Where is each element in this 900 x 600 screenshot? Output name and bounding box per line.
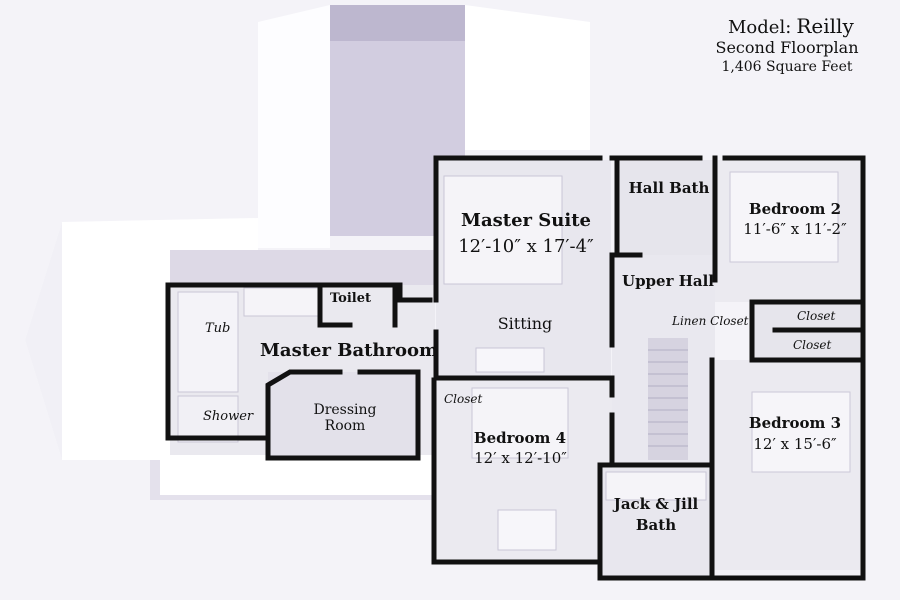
bed-bedroom-2 bbox=[729, 171, 839, 263]
sofa-bedroom-4 bbox=[497, 509, 557, 551]
floor-dressing bbox=[268, 372, 418, 457]
master-bathroom-label: Master Bathroom bbox=[260, 340, 439, 361]
closet-bedroom-3-label: Closet bbox=[793, 338, 832, 352]
bed-bedroom-4 bbox=[471, 387, 569, 459]
jack-jill-line-1: Jack & Jill bbox=[613, 495, 699, 513]
bed-bedroom-3 bbox=[751, 391, 851, 473]
bedroom-3-dims: 12′ x 15′-6″ bbox=[753, 435, 837, 453]
sofa-sitting bbox=[475, 347, 545, 373]
master-suite-name: Master Suite bbox=[461, 210, 591, 231]
floor-hall-bath bbox=[617, 160, 715, 255]
tub-jack-jill bbox=[605, 471, 707, 501]
bedroom-4-dims: 12′ x 12′-10″ bbox=[474, 449, 567, 467]
vanity bbox=[243, 287, 321, 317]
hall-bath-label: Hall Bath bbox=[628, 179, 710, 197]
model-title: Model: Reilly bbox=[728, 16, 854, 37]
model-prefix: Model: bbox=[728, 17, 792, 38]
roof-bottom-strip bbox=[160, 455, 432, 495]
bed-master bbox=[443, 175, 563, 285]
jack-jill-line-2: Bath bbox=[635, 516, 677, 534]
tub-label: Tub bbox=[205, 321, 231, 336]
master-suite-dims: 12′-10″ x 17′-4″ bbox=[458, 236, 594, 257]
dressing-room-line-2: Room bbox=[324, 418, 366, 434]
linen-closet-label: Linen Closet bbox=[672, 314, 749, 328]
tub bbox=[177, 291, 239, 393]
model-name: Reilly bbox=[796, 14, 854, 38]
roof-gable-shadow-top bbox=[330, 5, 465, 41]
dressing-room-line-1: Dressing bbox=[313, 402, 377, 418]
closet-bedroom-4-label: Closet bbox=[444, 392, 483, 406]
bedroom-2-name: Bedroom 2 bbox=[748, 200, 842, 218]
bedroom-2-dims: 11′-6″ x 11′-2″ bbox=[743, 220, 847, 238]
roof-left-front bbox=[25, 222, 62, 460]
closet-bedroom-2-label: Closet bbox=[797, 309, 836, 323]
shower bbox=[177, 395, 239, 443]
roof-right-gable bbox=[465, 5, 590, 150]
shower-label: Shower bbox=[203, 409, 254, 424]
toilet-label: Toilet bbox=[330, 291, 372, 306]
square-feet: 1,406 Square Feet bbox=[721, 59, 853, 75]
staircase bbox=[648, 338, 688, 460]
sitting-label: Sitting bbox=[497, 314, 553, 333]
floorplan-subtitle: Second Floorplan bbox=[715, 38, 859, 57]
bedroom-3-name: Bedroom 3 bbox=[748, 414, 842, 432]
bedroom-4-name: Bedroom 4 bbox=[473, 429, 567, 447]
upper-hall-label: Upper Hall bbox=[621, 272, 714, 290]
roof-left-wing bbox=[25, 218, 258, 460]
roof-left-gable bbox=[258, 5, 330, 248]
